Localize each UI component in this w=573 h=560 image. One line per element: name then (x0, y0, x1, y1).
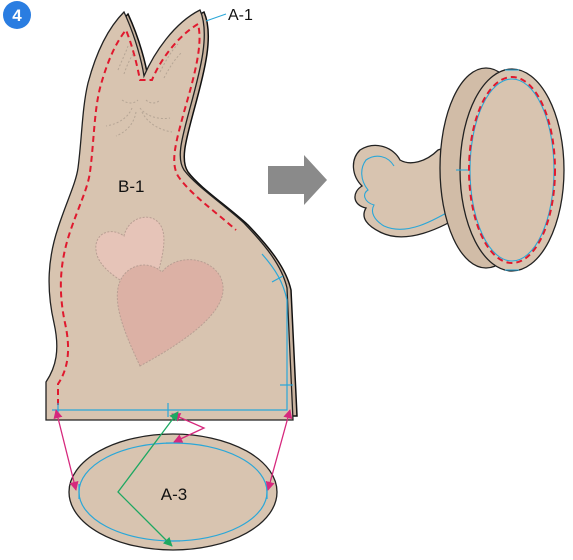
rabbit-body-piece: A-1 B-1 (46, 7, 297, 420)
oval-base-piece: A-3 (69, 434, 277, 550)
step-number: 4 (12, 6, 22, 25)
label-a1: A-1 (228, 7, 253, 24)
rabbit-front-layer (46, 10, 293, 420)
assembled-bunny (353, 68, 564, 271)
label-a3: A-3 (161, 485, 187, 504)
pink-arrow-left (56, 410, 76, 490)
step-badge: 4 (3, 1, 31, 29)
a1-leader-line (206, 14, 226, 21)
pink-arrow-right (268, 410, 290, 490)
label-b1: B-1 (118, 177, 144, 196)
right-arrow-icon (268, 155, 327, 205)
assembled-front-disc (460, 69, 564, 271)
